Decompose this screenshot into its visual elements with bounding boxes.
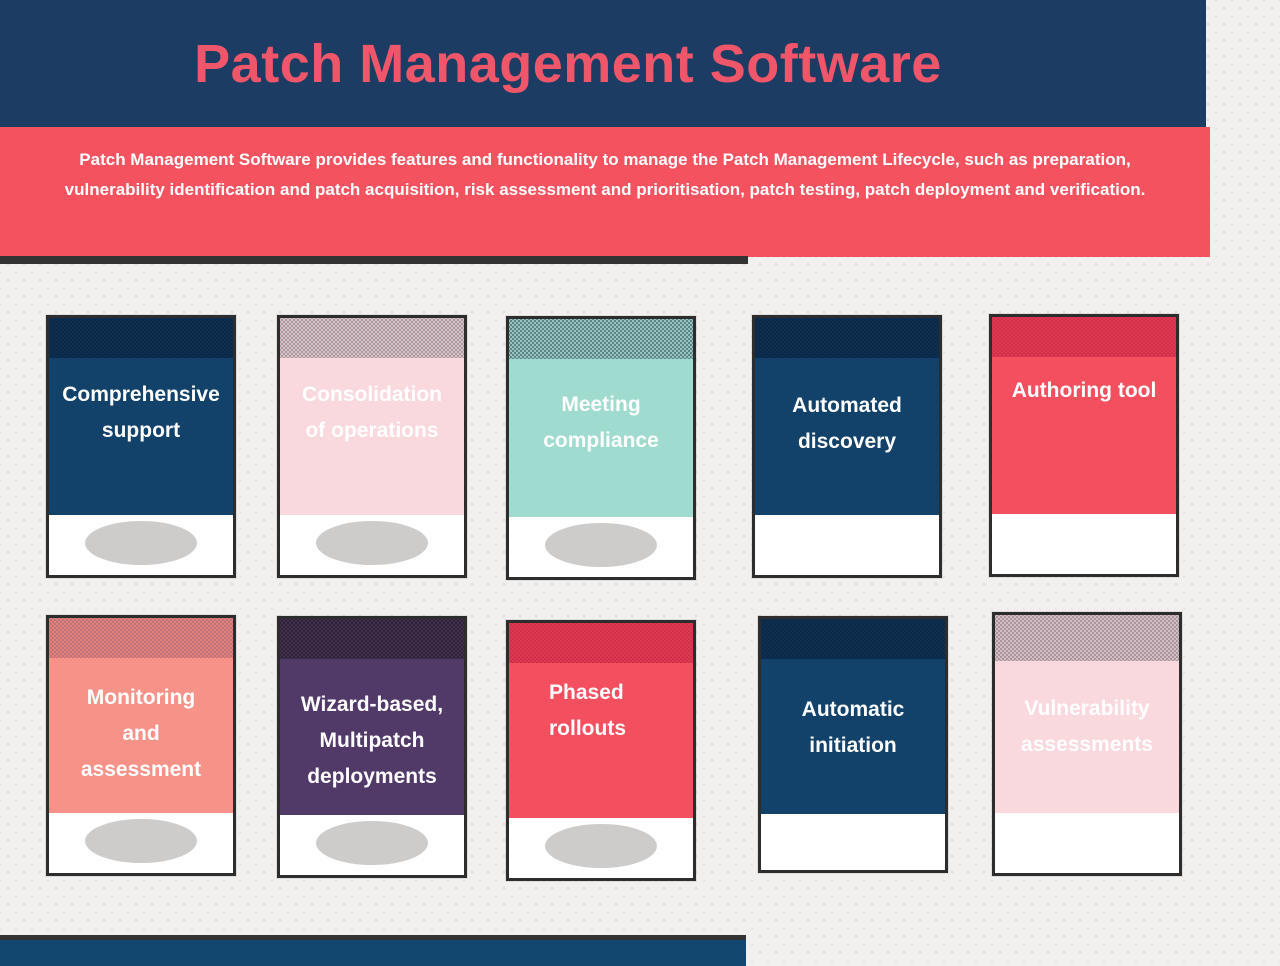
- card-label: Vulnerability assessments: [1021, 697, 1153, 756]
- feature-card-vulnerability-assessments: Vulnerability assessments: [992, 612, 1182, 876]
- card-top-strip: [992, 317, 1176, 357]
- card-footer: [992, 514, 1176, 574]
- shadow-ellipse: [545, 824, 657, 868]
- card-footer: [49, 515, 233, 575]
- page-title: Patch Management Software: [194, 33, 942, 94]
- feature-card-meeting-compliance: Meeting compliance: [506, 316, 696, 580]
- intro-banner: Patch Management Software provides featu…: [0, 127, 1210, 257]
- card-top-strip: [509, 319, 693, 359]
- card-label: Automated discovery: [792, 394, 902, 453]
- card-footer: [995, 813, 1179, 873]
- page-header: Patch Management Software: [0, 0, 1206, 127]
- card-top-strip: [761, 619, 945, 659]
- card-footer: [280, 815, 464, 875]
- feature-card-consolidation-of-operations: Consolidation of operations: [277, 315, 467, 578]
- feature-card-phased-rollouts: Phased rollouts: [506, 620, 696, 881]
- card-label: Consolidation of operations: [302, 383, 442, 442]
- card-label: Comprehensive support: [62, 383, 220, 442]
- shadow-ellipse: [316, 521, 428, 565]
- shadow-ellipse: [85, 819, 197, 863]
- feature-card-comprehensive-support: Comprehensive support: [46, 315, 236, 578]
- card-top-strip: [49, 318, 233, 358]
- banner-underline-bar: [0, 256, 748, 264]
- card-label: Monitoring and assessment: [80, 686, 202, 781]
- card-footer: [761, 814, 945, 870]
- card-label: Meeting compliance: [543, 393, 659, 452]
- card-top-strip: [49, 618, 233, 658]
- card-top-strip: [280, 318, 464, 358]
- card-top-strip: [755, 318, 939, 358]
- card-footer: [509, 517, 693, 577]
- feature-card-authoring-tool: Authoring tool: [989, 314, 1179, 577]
- feature-card-monitoring-and-assessment: Monitoring and assessment: [46, 615, 236, 876]
- card-footer: [509, 818, 693, 878]
- card-footer: [280, 515, 464, 575]
- feature-card-wizard-based-multipatch-deployments: Wizard-based, Multipatch deployments: [277, 616, 467, 878]
- shadow-ellipse: [316, 821, 428, 865]
- card-footer: [49, 813, 233, 873]
- card-top-strip: [995, 615, 1179, 661]
- card-label: Phased rollouts: [549, 681, 626, 740]
- shadow-ellipse: [545, 523, 657, 567]
- feature-card-automatic-initiation: Automatic initiation: [758, 616, 948, 873]
- shadow-ellipse: [85, 521, 197, 565]
- bottom-accent-bar: [0, 935, 746, 966]
- card-label: Wizard-based, Multipatch deployments: [300, 693, 444, 788]
- card-label: Authoring tool: [1011, 379, 1157, 402]
- intro-banner-text: Patch Management Software provides featu…: [64, 150, 1146, 199]
- card-top-strip: [509, 623, 693, 663]
- feature-card-automated-discovery: Automated discovery: [752, 315, 942, 578]
- card-label: Automatic initiation: [801, 698, 905, 757]
- card-footer: [755, 515, 939, 575]
- card-top-strip: [280, 619, 464, 659]
